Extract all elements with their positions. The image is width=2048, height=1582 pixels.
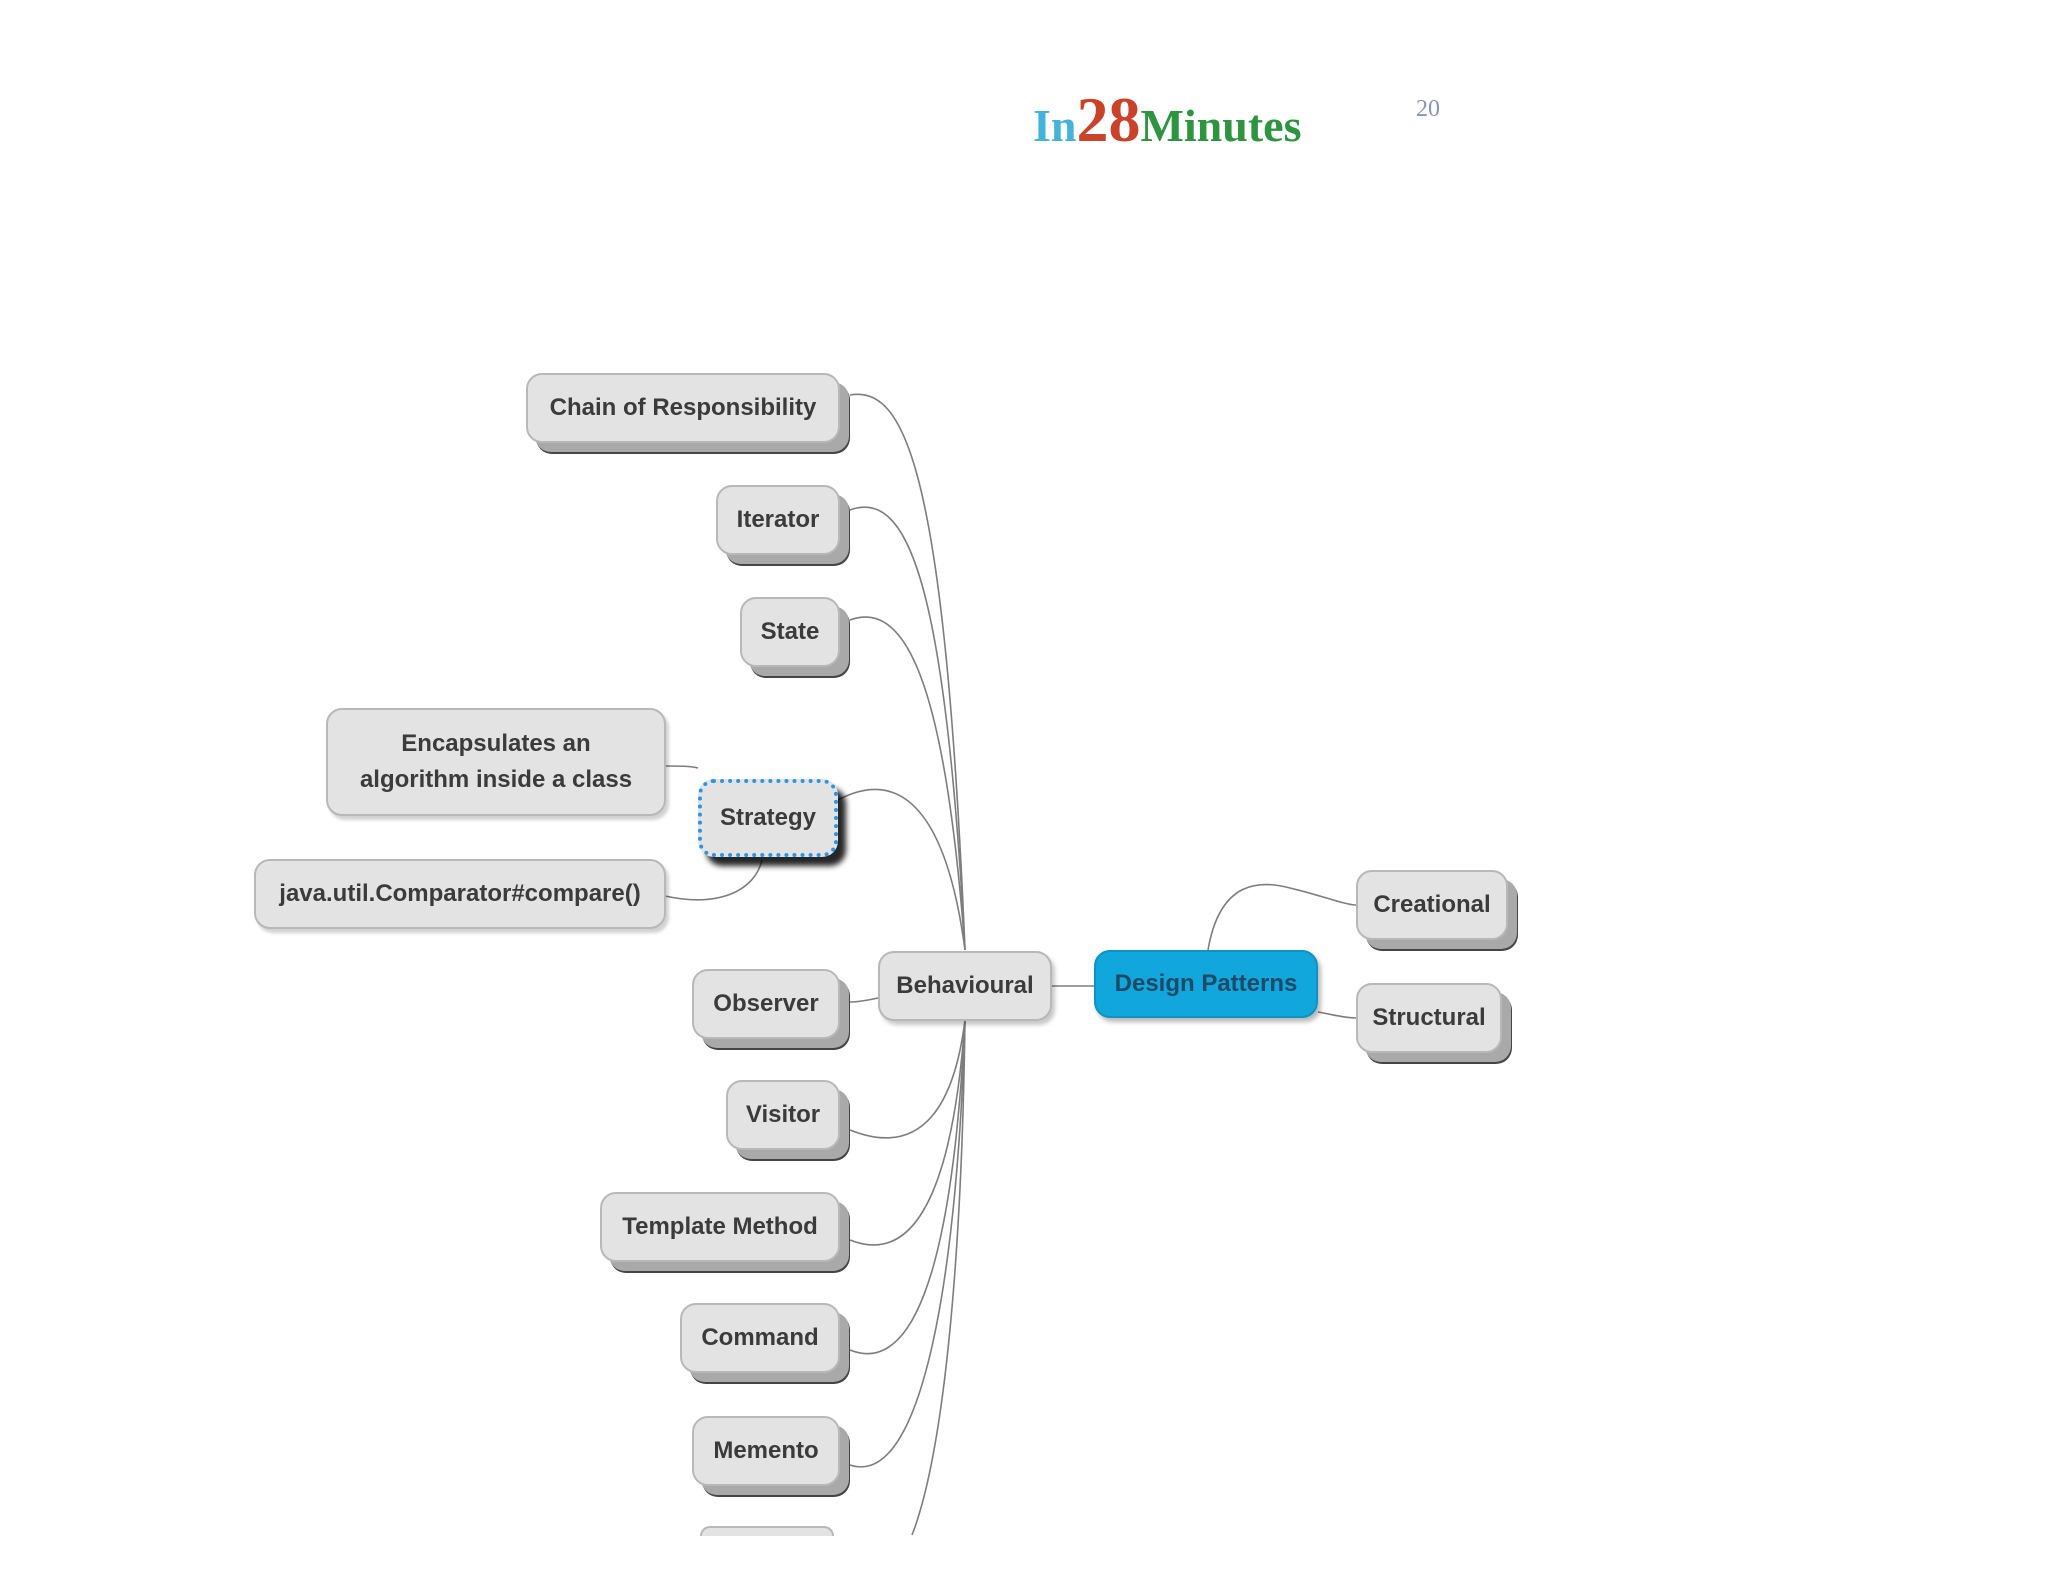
connector-behavioural-chain bbox=[849, 393, 966, 951]
node-design-patterns[interactable]: Design Patterns bbox=[1094, 950, 1318, 1018]
in28minutes-logo: In28Minutes bbox=[1033, 88, 1301, 152]
node-template-method[interactable]: Template Method bbox=[600, 1192, 840, 1262]
connector-behavioural-command bbox=[849, 1019, 966, 1355]
connector-behavioural-memento bbox=[849, 1019, 966, 1468]
node-iterator[interactable]: Iterator bbox=[716, 485, 840, 555]
node-structural[interactable]: Structural bbox=[1356, 983, 1502, 1053]
connector-behavioural-state bbox=[849, 616, 966, 951]
connector-behavioural-template bbox=[849, 1019, 966, 1246]
node-strategy-description[interactable]: Encapsulates an algorithm inside a class bbox=[326, 708, 666, 816]
connector-strategy-description bbox=[665, 765, 699, 769]
connector-behavioural-strategy bbox=[837, 788, 966, 951]
connector-behavioural-iterator bbox=[849, 506, 966, 951]
node-chain-of-responsibility[interactable]: Chain of Responsibility bbox=[526, 373, 840, 443]
node-observer[interactable]: Observer bbox=[692, 969, 840, 1039]
connector-behavioural-observer bbox=[849, 997, 879, 1003]
connector-root-creational bbox=[1207, 883, 1357, 951]
node-strategy[interactable]: Strategy bbox=[698, 779, 838, 857]
node-state[interactable]: State bbox=[740, 597, 840, 667]
connector-behavioural-visitor bbox=[849, 1019, 966, 1139]
node-cropped-next bbox=[700, 1526, 834, 1536]
page-number: 20 bbox=[1416, 96, 1440, 122]
connector-behavioural-more bbox=[911, 1019, 966, 1536]
logo-part-28: 28 bbox=[1076, 84, 1141, 155]
node-memento[interactable]: Memento bbox=[692, 1416, 840, 1486]
connector-root-structural bbox=[1317, 1011, 1357, 1019]
logo-part-in: In bbox=[1033, 100, 1077, 151]
node-strategy-example[interactable]: java.util.Comparator#compare() bbox=[254, 859, 666, 929]
connector-strategy-example bbox=[664, 859, 763, 901]
node-command[interactable]: Command bbox=[680, 1303, 840, 1373]
node-visitor[interactable]: Visitor bbox=[726, 1080, 840, 1150]
node-creational[interactable]: Creational bbox=[1356, 870, 1508, 940]
logo-part-minutes: Minutes bbox=[1140, 100, 1302, 151]
node-behavioural[interactable]: Behavioural bbox=[878, 951, 1052, 1021]
